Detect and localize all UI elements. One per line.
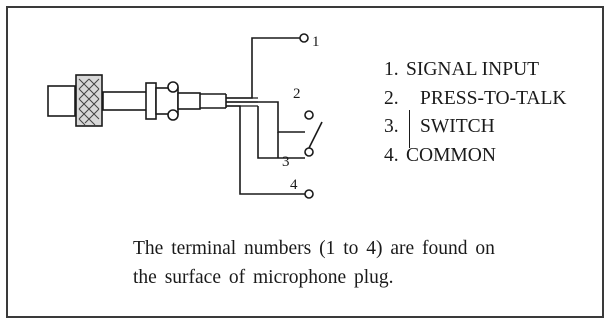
press-to-talk-switch <box>277 121 323 158</box>
terminal-label-3: 3 <box>282 154 290 170</box>
wire-3 <box>257 106 305 159</box>
legend-item-switch: 3. SWITCH <box>384 113 567 148</box>
terminal-2-contact <box>304 110 314 120</box>
legend-number: 3. <box>384 116 399 137</box>
legend-number: 4. <box>384 144 399 166</box>
legend-item-common: 4. COMMON <box>384 142 567 171</box>
wire-2 <box>226 101 314 133</box>
terminal-legend: 1. SIGNAL INPUT 2. PRESS-TO-TALK 3. SWIT… <box>384 56 567 170</box>
legend-item-signal-input: 1. SIGNAL INPUT <box>384 56 567 85</box>
terminal-label-1: 1 <box>312 34 320 50</box>
wire-1 <box>226 33 309 99</box>
note-line-2: the surface of microphone plug. <box>133 267 394 288</box>
terminal-label-2: 2 <box>293 86 301 102</box>
microphone-plug <box>47 74 201 127</box>
wire-4 <box>226 105 314 199</box>
terminal-note: The terminal numbers (1 to 4) are found … <box>133 234 593 292</box>
terminal-label-4: 4 <box>290 177 298 193</box>
legend-text: COMMON <box>406 144 496 166</box>
legend-text: SWITCH <box>420 116 495 137</box>
legend-number: 1. <box>384 59 399 80</box>
legend-text: PRESS-TO-TALK <box>420 87 567 109</box>
legend-text: SIGNAL INPUT <box>406 59 540 80</box>
diagram-frame <box>6 6 604 318</box>
legend-number: 2. <box>384 87 399 109</box>
note-line-1: The terminal numbers (1 to 4) are found … <box>133 238 495 259</box>
legend-item-press-to-talk: 2. PRESS-TO-TALK <box>384 85 567 132</box>
